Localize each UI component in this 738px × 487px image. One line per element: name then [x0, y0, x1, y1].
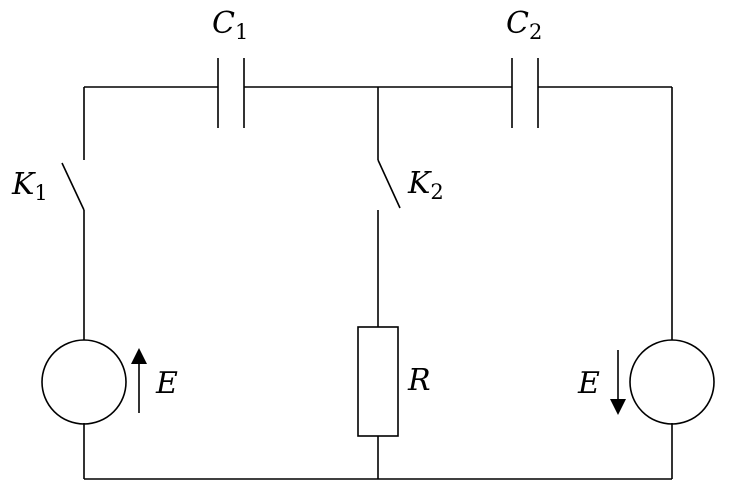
switch-k2-label: K2 — [407, 166, 444, 204]
arrow-down-icon — [610, 350, 626, 415]
voltage-source-left-label: E — [155, 366, 178, 401]
capacitor-c2-symbol — [511, 58, 539, 128]
switch-k1-blade — [61, 162, 85, 211]
arrow-up-icon — [131, 348, 147, 413]
switch-k2-blade — [377, 159, 401, 209]
switch-k1-label: K1 — [11, 167, 48, 205]
resistor-label: R — [407, 363, 431, 398]
voltage-source-right — [629, 339, 715, 425]
voltage-source-right-label: E — [577, 366, 600, 401]
capacitor-c1-label: C1 — [212, 6, 248, 44]
capacitor-c2-label: C2 — [506, 6, 542, 44]
voltage-source-left — [41, 339, 127, 425]
capacitor-c1-symbol — [217, 58, 245, 128]
resistor-symbol — [357, 326, 399, 437]
